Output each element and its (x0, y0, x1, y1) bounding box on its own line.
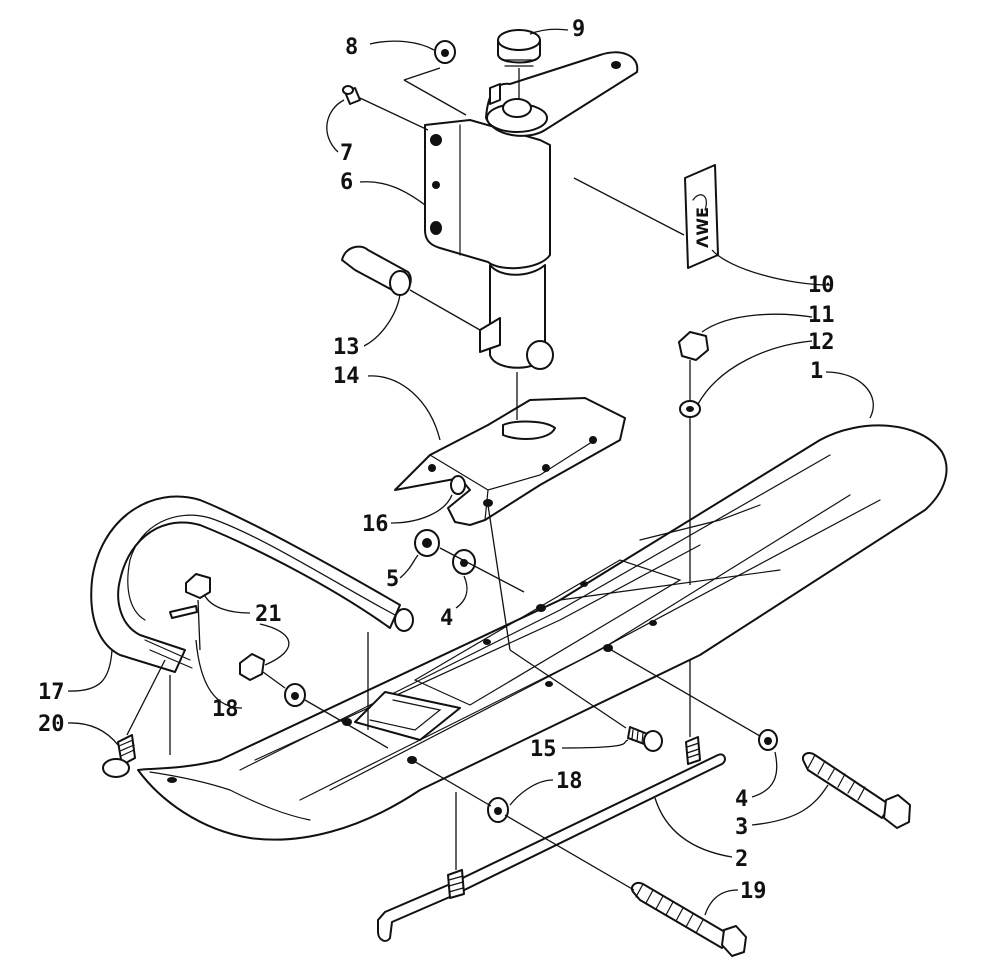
callout-11: 11 (808, 303, 835, 328)
spindle-cap (497, 29, 541, 67)
ski-handle-loop (90, 495, 414, 673)
exploded-view-lines (126, 67, 761, 891)
callout-19: 19 (740, 879, 767, 904)
handle-spacer (185, 573, 211, 599)
wear-bushing (414, 529, 440, 557)
callout-6: 6 (340, 170, 353, 195)
callout-17: 17 (38, 680, 65, 705)
ski (137, 424, 948, 841)
wear-bar (377, 736, 726, 942)
lock-washer (679, 400, 701, 418)
callout-18-left: 18 (212, 697, 239, 722)
decal-text: ΛWE (693, 207, 712, 248)
pivot-pin (341, 245, 412, 296)
callout-16: 16 (362, 512, 389, 537)
callout-4-upper: 4 (440, 606, 453, 631)
callout-14: 14 (333, 364, 360, 389)
callout-4-lower: 4 (735, 787, 748, 812)
callout-leaders (67, 28, 874, 916)
handle-nut (239, 653, 265, 681)
callout-1: 1 (810, 359, 823, 384)
callout-12: 12 (808, 330, 835, 355)
washer-right (758, 729, 778, 751)
callout-3: 3 (735, 815, 748, 840)
handle-washer (284, 683, 306, 707)
washer-upper (452, 549, 476, 575)
callout-13: 13 (333, 335, 360, 360)
center-screw (627, 726, 663, 752)
callout-10: 10 (808, 273, 835, 298)
callout-20: 20 (38, 712, 65, 737)
callout-15: 15 (530, 737, 557, 762)
bolt-long (802, 752, 911, 829)
grease-fitting (342, 85, 361, 105)
callout-2: 2 (735, 847, 748, 872)
spindle (424, 51, 639, 370)
callout-8: 8 (345, 35, 358, 60)
callout-9: 9 (572, 17, 585, 42)
washer-lower (487, 797, 509, 823)
decal: ΛWE (684, 164, 719, 269)
callout-18-lower: 18 (556, 769, 583, 794)
callout-21: 21 (255, 602, 282, 627)
callout-labels: 8 9 7 6 10 11 12 1 13 14 16 5 4 21 17 18… (38, 17, 835, 904)
bolt-lower (630, 881, 747, 957)
handle-screw (102, 734, 136, 778)
nut (678, 331, 709, 361)
callout-5: 5 (386, 567, 399, 592)
small-bushing (450, 475, 466, 495)
callout-7: 7 (340, 141, 353, 166)
bushing (434, 40, 456, 64)
saddle-bracket (394, 397, 626, 526)
handle-plate (169, 605, 198, 619)
